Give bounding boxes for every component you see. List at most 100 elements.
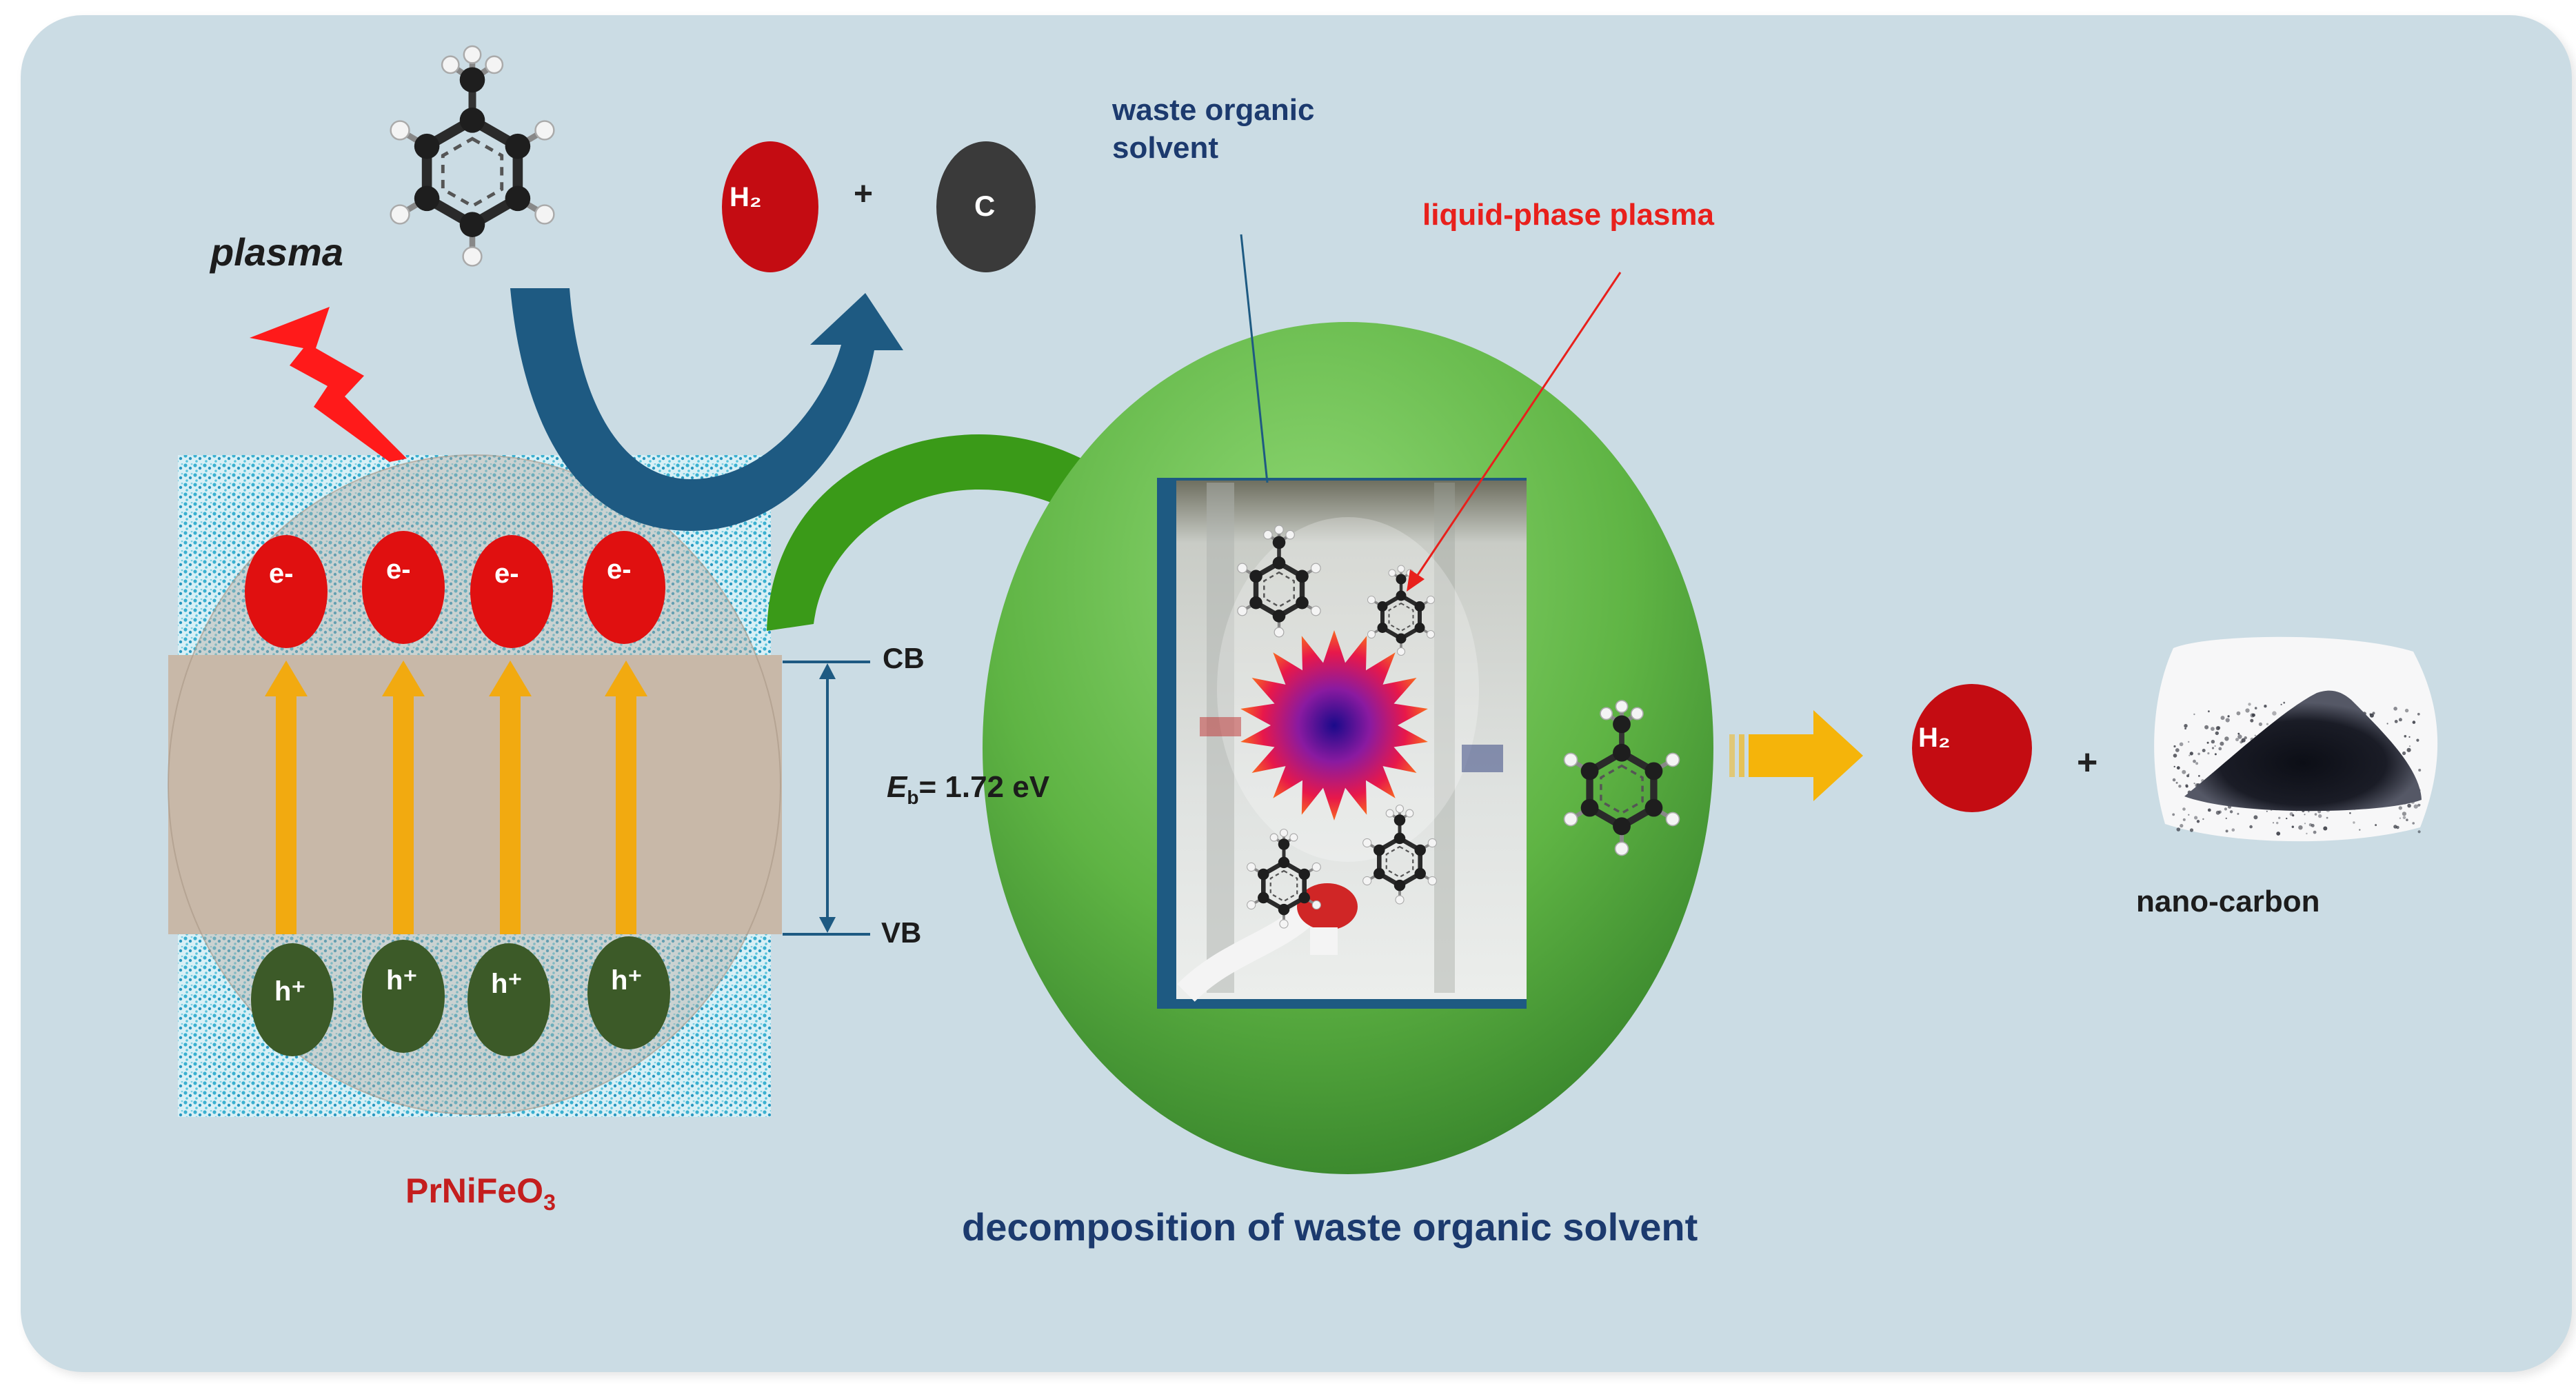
powder-grain [2229, 810, 2233, 814]
powder-grain [2286, 817, 2288, 820]
plus-top-label: + [854, 176, 874, 212]
powder-grain [2250, 718, 2254, 723]
powder-grain [2175, 748, 2180, 752]
powder-grain [2254, 734, 2256, 737]
powder-grain [2202, 818, 2204, 820]
catalyst-subscript: 3 [543, 1190, 556, 1215]
nano-carbon-label: nano-carbon [2136, 885, 2320, 918]
powder-grain [2412, 721, 2416, 724]
liquid-plasma-label: liquid-phase plasma [1422, 198, 1714, 232]
powder-grain [2198, 775, 2200, 777]
powder-grain [2207, 752, 2210, 755]
powder-grain [2193, 759, 2196, 763]
powder-grain [2188, 741, 2190, 743]
powder-grain [2308, 810, 2310, 813]
powder-grain [2398, 806, 2402, 810]
h2-molecule-product [1912, 684, 2032, 812]
powder-grain [2195, 762, 2199, 765]
powder-grain [2412, 822, 2415, 825]
hole-label-2: h⁺ [386, 965, 418, 996]
electron-3 [470, 535, 553, 648]
h2-top-label: H₂ [729, 182, 762, 212]
hole-label-1: h⁺ [274, 976, 306, 1007]
powder-grain [2172, 813, 2175, 816]
eb-symbol: E [887, 770, 907, 804]
powder-grain [2406, 818, 2408, 821]
powder-grain [2408, 745, 2411, 747]
eb-value: = 1.72 eV [918, 770, 1050, 804]
waste-solvent-pointer [1240, 234, 1269, 483]
powder-grain [2241, 738, 2246, 743]
powder-grain [2245, 708, 2250, 713]
powder-grain [2258, 722, 2262, 726]
blue-reaction-arrow [510, 288, 903, 531]
powder-grain [2280, 703, 2282, 705]
powder-grain [2185, 785, 2188, 788]
powder-grain [2416, 738, 2419, 742]
powder-grain [2184, 724, 2188, 728]
plasma-label: plasma [210, 230, 343, 274]
powder-grain [2214, 753, 2217, 756]
powder-grain [2292, 814, 2295, 817]
powder-grain [2211, 727, 2215, 731]
vb-label: VB [881, 916, 922, 949]
hole-label-3: h⁺ [491, 969, 523, 999]
powder-grain [2188, 754, 2191, 756]
powder-grain [2215, 726, 2220, 731]
powder-grain [2369, 713, 2374, 718]
powder-grain [2182, 807, 2186, 811]
waste-solvent-label: waste organic solvent [1112, 93, 1315, 165]
powder-grain [2349, 812, 2351, 814]
hole-1 [251, 943, 334, 1056]
powder-grain [2408, 736, 2411, 738]
powder-grain [2393, 707, 2397, 711]
powder-grain [2211, 740, 2215, 744]
powder-grain [2182, 769, 2186, 774]
powder-grain [2186, 774, 2190, 778]
powder-grain [2225, 817, 2227, 820]
powder-grain [2204, 725, 2209, 729]
carbon-label: C [974, 190, 996, 222]
powder-grain [2314, 813, 2317, 816]
powder-grain [2202, 749, 2206, 752]
powder-grain [2214, 745, 2216, 747]
powder-grain [2188, 814, 2190, 816]
powder-grain [2217, 726, 2221, 729]
powder-grain [2237, 732, 2240, 735]
excitation-arrow-2 [382, 661, 425, 934]
powder-grain [2250, 713, 2255, 718]
electron-label-4: e- [607, 554, 632, 585]
powder-grain [2248, 703, 2251, 706]
powder-grain [2283, 701, 2286, 704]
powder-grain [2172, 778, 2176, 782]
powder-grain [2173, 745, 2176, 748]
carbon-particle-top [936, 141, 1036, 272]
powder-grain [2231, 828, 2235, 832]
electron-1 [245, 535, 328, 648]
powder-grain [2175, 781, 2178, 784]
toluene-molecule-icon [391, 46, 554, 265]
electron-4 [583, 531, 665, 644]
catalyst-label: PrNiFeO3 [405, 1174, 556, 1213]
powder-grain [2220, 741, 2224, 746]
powder-grain [2224, 807, 2227, 811]
powder-grain [2208, 710, 2210, 713]
powder-grain [2206, 741, 2209, 744]
powder-grain [2178, 785, 2182, 788]
powder-grain [2173, 765, 2175, 768]
band-gap-scale [783, 661, 870, 936]
powder-grain [2207, 808, 2211, 812]
powder-grain [2323, 826, 2328, 831]
holes [251, 936, 670, 1056]
hole-2 [362, 940, 445, 1053]
powder-grain [2194, 816, 2198, 820]
powder-grain [2393, 825, 2397, 829]
h2-molecule-top [722, 141, 818, 272]
plasma-burst-icon [1240, 630, 1428, 820]
powder-grain [2394, 720, 2398, 723]
h2-product-label: H₂ [1918, 723, 1951, 753]
decomposition-caption: decomposition of waste organic solvent [962, 1205, 1698, 1249]
band-gap-label: Eb= 1.72 eV [887, 772, 1049, 807]
powder-grain [2406, 747, 2411, 752]
product-arrow [1729, 710, 1863, 801]
